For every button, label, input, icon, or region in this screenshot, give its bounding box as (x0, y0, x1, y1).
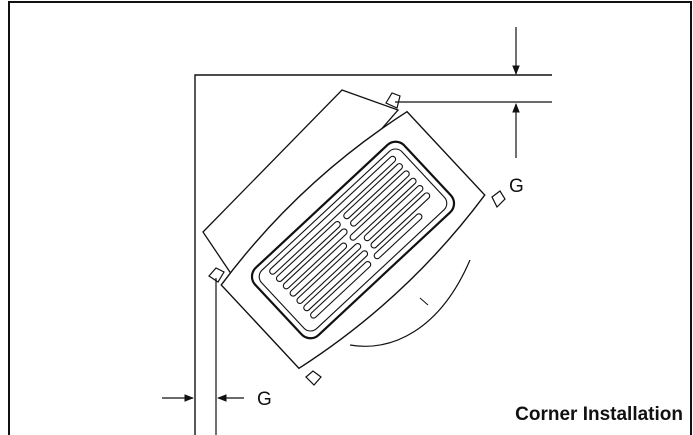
left-clearance-dimension (162, 278, 244, 435)
unit-body (202, 89, 506, 386)
grille-inner (258, 148, 448, 332)
grille-slot (349, 177, 417, 241)
unit-base-edge (419, 297, 429, 306)
bracket-left (208, 267, 225, 283)
top-clearance-dimension (395, 27, 552, 158)
grille-slot (296, 242, 362, 304)
mounting-brackets (208, 92, 506, 386)
figure-caption: Corner Installation (515, 404, 683, 425)
bracket-top (385, 92, 401, 109)
grille-slot (370, 192, 431, 249)
grille-slot (363, 185, 424, 242)
grille-slot (373, 213, 423, 260)
grille-slot (343, 163, 403, 220)
bracket-right (491, 190, 506, 209)
unit-base-curve (349, 259, 471, 347)
grille-outer (250, 140, 456, 340)
grille-slot (289, 242, 348, 297)
room-corner-walls (194, 74, 552, 435)
grille-slot (303, 250, 369, 312)
grille-slots (269, 155, 431, 319)
figure-border (8, 1, 692, 435)
grille-slot (275, 221, 341, 283)
bracket-bottom (305, 370, 322, 386)
grille-slot (282, 228, 348, 290)
grille-slot (350, 170, 410, 227)
gap-label-left: G (257, 389, 272, 410)
grille-slot (310, 261, 372, 319)
gap-label-top: G (509, 176, 524, 197)
grille-slot (269, 155, 397, 275)
